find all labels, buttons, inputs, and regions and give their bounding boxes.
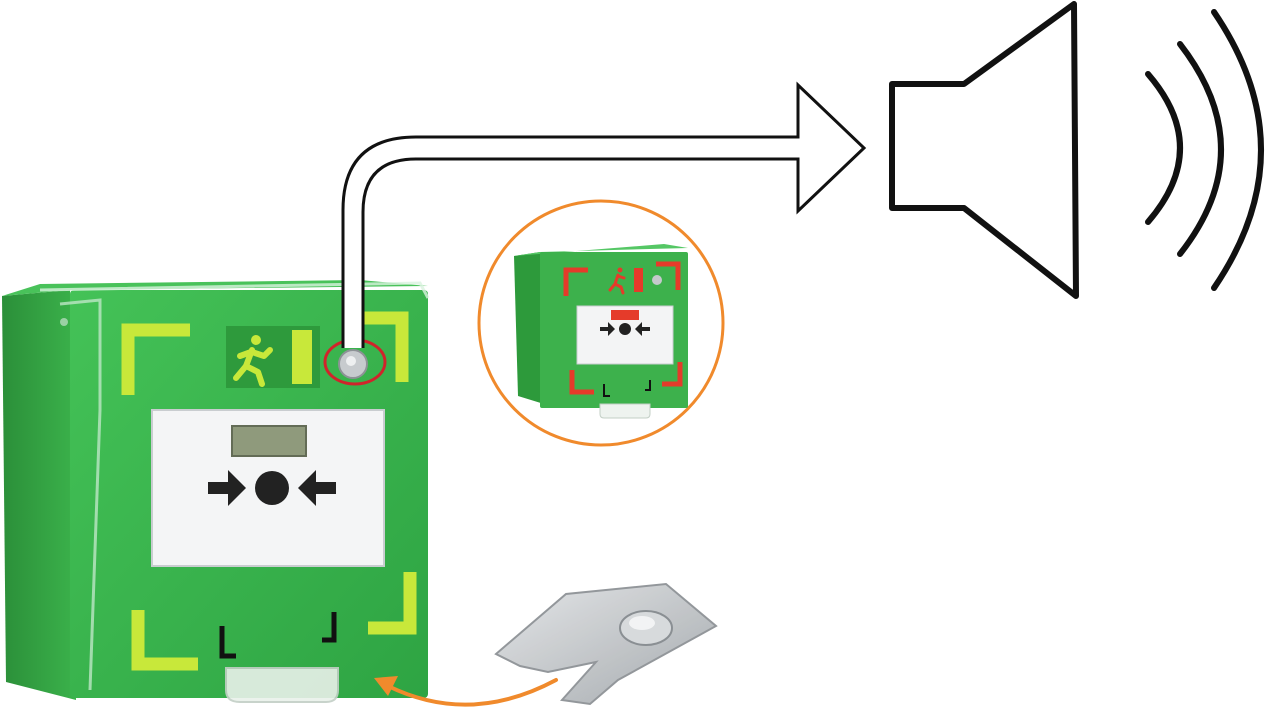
key-slot-right [322,612,337,643]
mini-key-slot-right [645,380,651,391]
mini-corner-top-right [656,261,681,290]
exit-door-icon [292,330,312,384]
call-point-large [2,280,430,703]
mini-key-slot-left [603,384,610,397]
corner-marker-top-left [121,323,190,395]
mini-corner-bottom-right [662,362,683,387]
reset-flag-window [231,425,307,457]
speaker-icon [889,1,1079,299]
mini-reset-flag [611,310,639,320]
mini-call-point-top [514,244,688,256]
mini-corner-top-left [563,267,588,296]
sound-waves-icon [1145,9,1264,291]
corner-marker-bottom-right [368,572,417,635]
led-indicator [323,338,387,386]
mini-exit-door-icon [634,268,643,292]
exit-sign [226,326,320,388]
signal-arrow [341,81,867,348]
key-slot-left [219,626,236,659]
cover-bottom-tab [225,667,339,703]
insert-key-arrow [386,678,558,707]
transparent-cover-top [39,281,430,299]
mini-exit-icon [608,267,626,295]
mini-cover-tab [599,403,651,419]
transparent-cover-edge [59,298,102,691]
reset-key-body [494,582,718,706]
cover-screw [60,318,68,326]
mini-led-indicator [652,275,662,285]
call-point-side [2,290,76,700]
reset-key [494,582,718,706]
arrow-circle-arrow-icon [208,470,336,506]
reset-state-callout [477,199,725,447]
reset-key-button-highlight [629,616,655,630]
mini-arrow-circle-arrow-icon [600,322,650,336]
mini-corner-bottom-left [569,370,594,395]
corner-marker-bottom-left [131,610,198,671]
corner-marker-top-right [348,311,409,382]
mini-call-point-side [514,252,544,404]
running-man-exit-icon [233,335,273,387]
insert-key-arrowhead [374,676,398,696]
